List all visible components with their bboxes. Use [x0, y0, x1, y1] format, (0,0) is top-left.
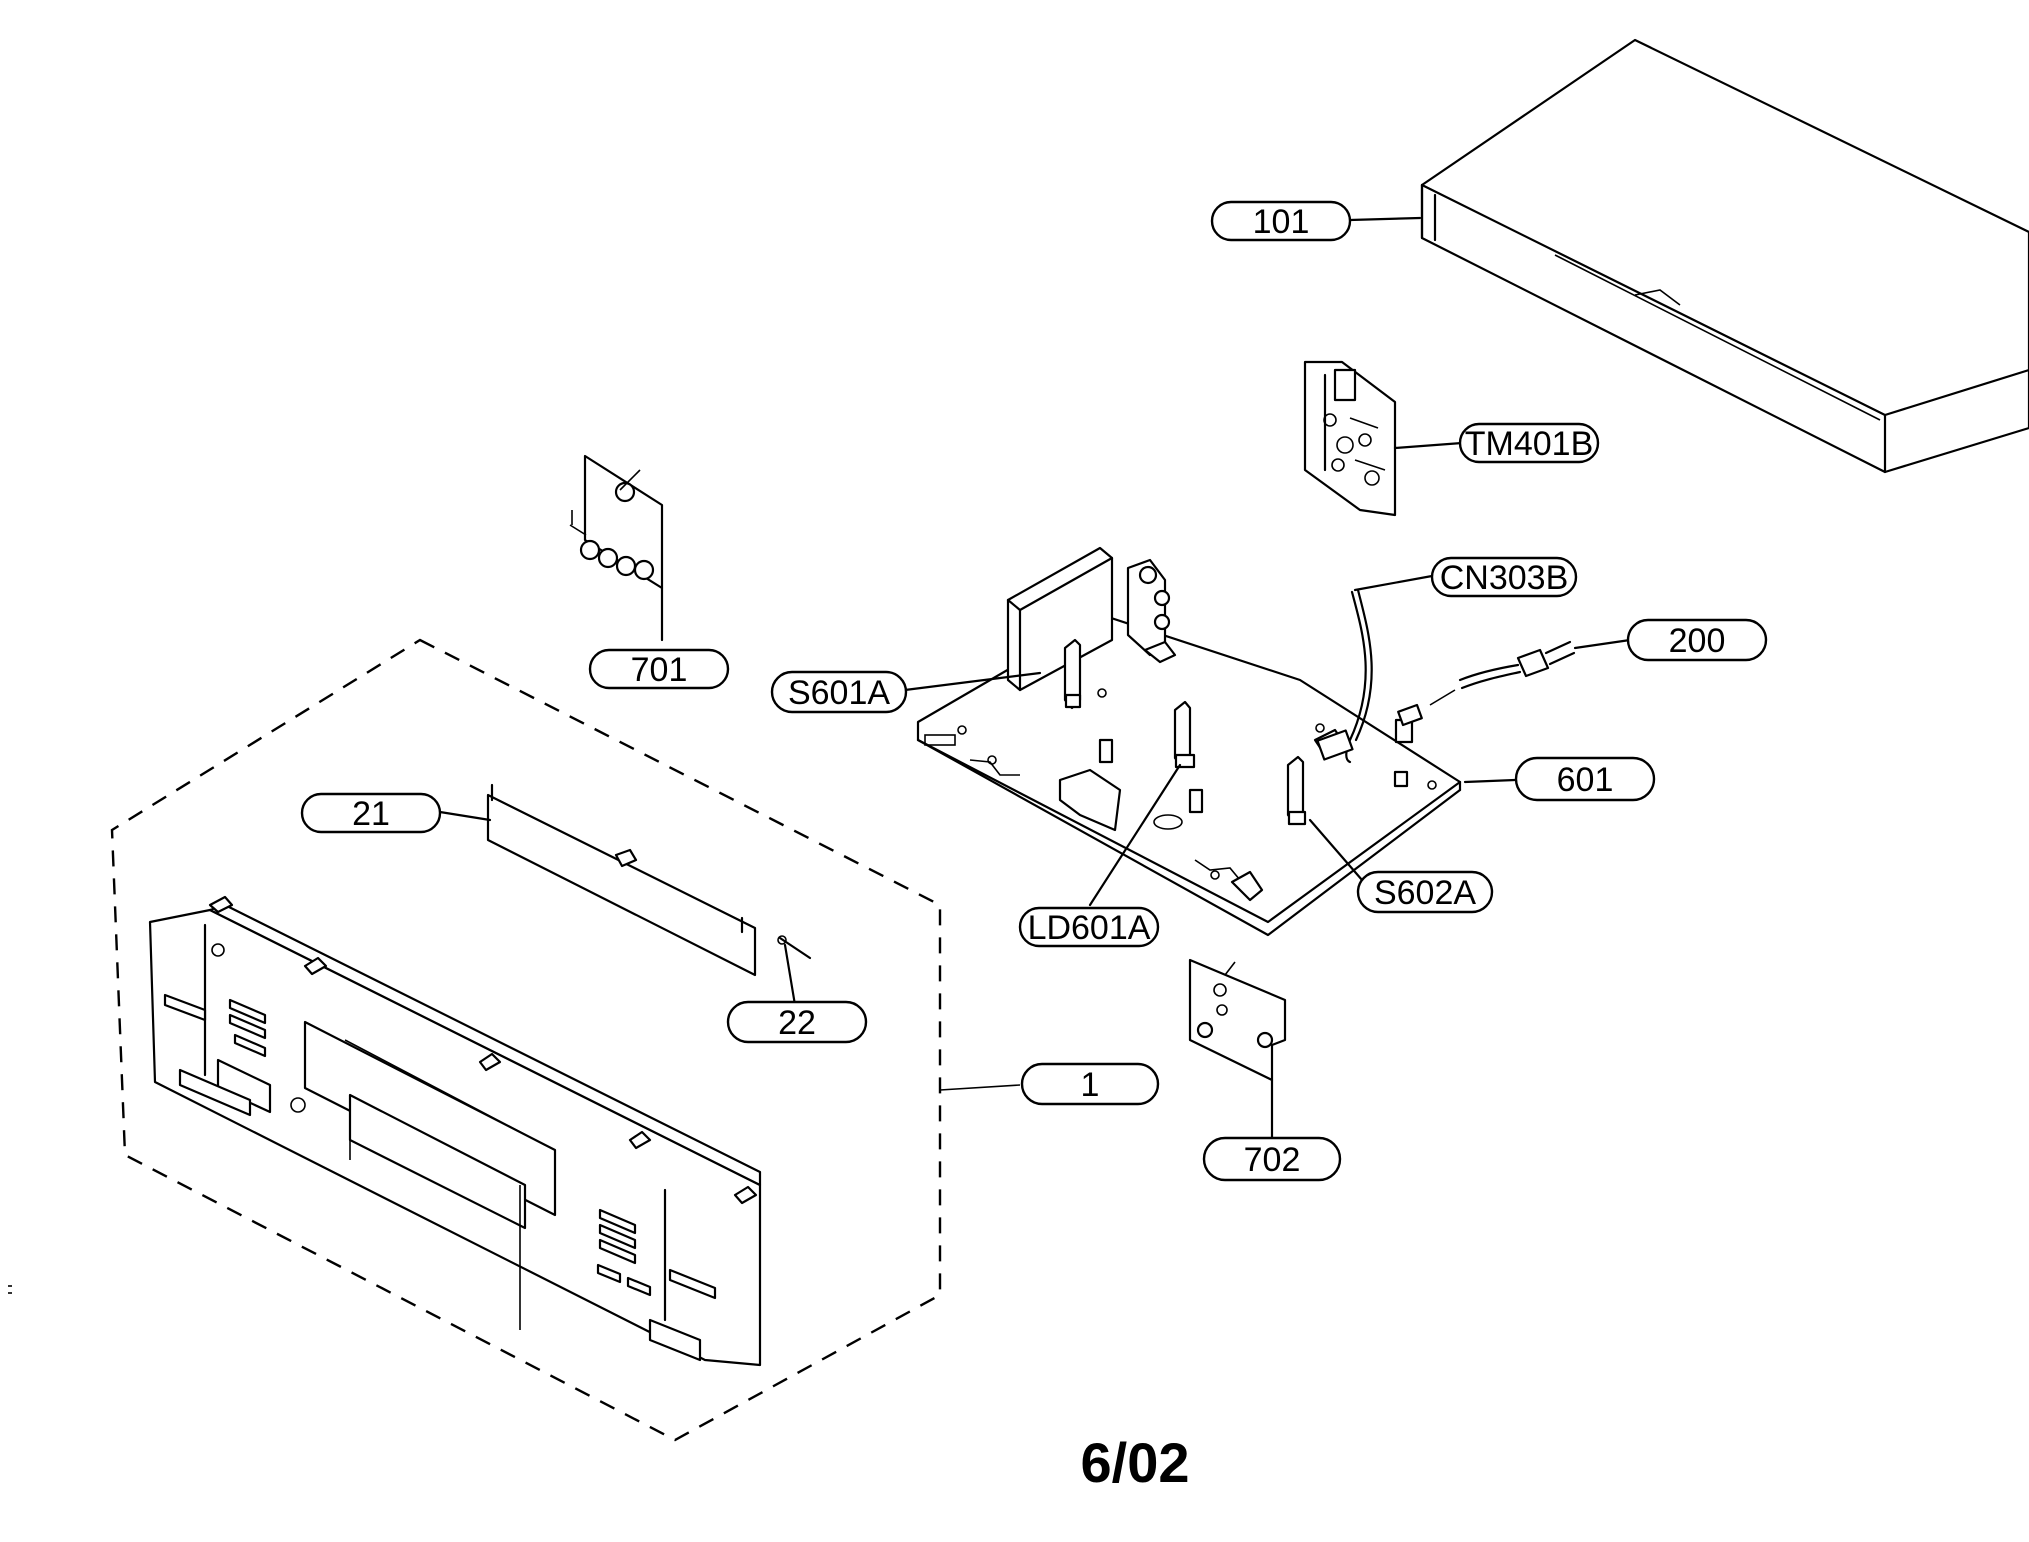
main-pcb-601-part: [916, 546, 1462, 937]
callout-22: 22: [726, 1000, 868, 1044]
screw-22-part: [777, 935, 812, 960]
stray-mark: [8, 1285, 12, 1294]
jack-board-701-part: [569, 454, 664, 642]
callout-101: 101: [1210, 200, 1352, 242]
power-cord-part: [1397, 640, 1576, 727]
leader-1: [939, 1084, 1021, 1091]
leader-ld601a: [1088, 763, 1182, 907]
callout-s601a: S601A: [770, 670, 908, 714]
callout-22-text: 22: [778, 1004, 816, 1042]
window-panel-21-part: [486, 783, 757, 977]
callout-601: 601: [1514, 756, 1656, 802]
leader-200: [1573, 638, 1632, 650]
callout-200-text: 200: [1669, 622, 1726, 660]
leader-101: [1348, 216, 1422, 222]
revision-date: 6/02: [1081, 1431, 1190, 1494]
front-panel-part: [148, 895, 762, 1367]
leader-s601a: [903, 671, 1042, 692]
callout-101-text: 101: [1253, 203, 1310, 241]
callout-cn303b: CN303B: [1430, 556, 1578, 598]
callout-ld601a: LD601A: [1018, 906, 1160, 948]
callout-601-text: 601: [1557, 761, 1614, 799]
callout-ld601a-text: LD601A: [1028, 909, 1151, 947]
top-cover-part: [1420, 38, 2029, 474]
callout-21-text: 21: [352, 795, 390, 833]
callout-701: 701: [588, 648, 730, 690]
leader-cn303b: [1353, 574, 1434, 592]
callout-tm401b-text: TM401B: [1465, 425, 1594, 463]
callout-702: 702: [1202, 1136, 1342, 1182]
callout-21: 21: [300, 792, 442, 834]
small-board-702-part: [1188, 958, 1287, 1142]
tuner-module-part: [1303, 360, 1397, 517]
leader-22: [783, 943, 797, 1007]
callout-1-text: 1: [1081, 1066, 1100, 1104]
leader-601: [1463, 778, 1517, 784]
leader-21: [438, 810, 492, 822]
callout-s602a: S602A: [1356, 870, 1494, 914]
callout-cn303b-text: CN303B: [1440, 559, 1569, 597]
callout-s601a-text: S601A: [788, 674, 890, 712]
leader-tm401b: [1393, 441, 1464, 450]
callout-701-text: 701: [631, 651, 688, 689]
callout-tm401b: TM401B: [1458, 422, 1600, 464]
callout-200: 200: [1626, 618, 1768, 662]
front-panel-group-outline: [110, 638, 942, 1442]
leader-s602a: [1308, 818, 1364, 882]
callout-1: 1: [1020, 1062, 1160, 1106]
callout-s602a-text: S602A: [1374, 874, 1476, 912]
callout-702-text: 702: [1244, 1141, 1301, 1179]
